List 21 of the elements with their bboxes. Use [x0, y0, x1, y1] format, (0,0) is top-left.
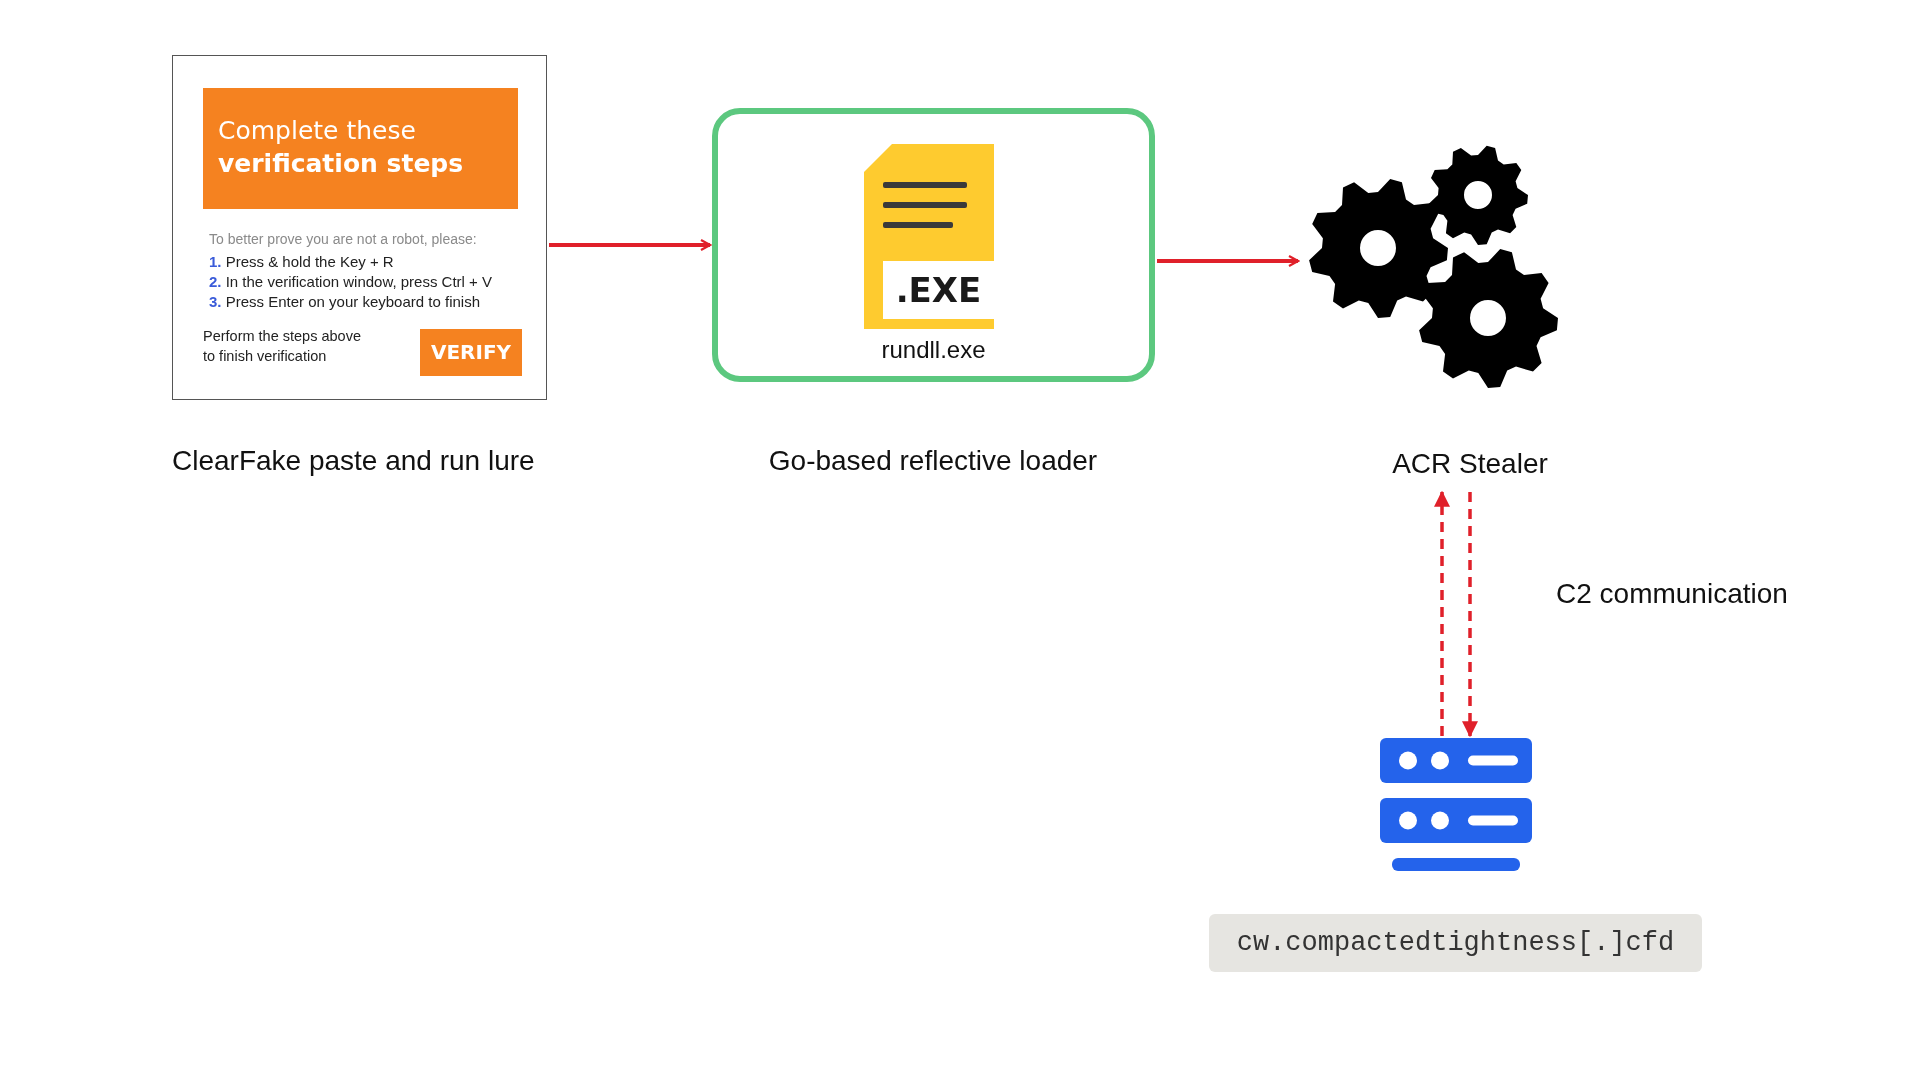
- node-caption: Go-based reflective loader: [767, 445, 1099, 477]
- step-text: 2. In the verification window, press Ctrl + V: [209, 273, 493, 290]
- node-caption: ClearFake paste and run lure: [172, 445, 536, 477]
- arrow: [549, 238, 712, 252]
- arrow: [1434, 490, 1450, 736]
- footer-text: Perform the steps above to finish verification: [203, 327, 362, 366]
- arrow: [1462, 492, 1478, 738]
- verify-button: VERIFY: [420, 329, 522, 376]
- loader-box: [712, 108, 1155, 382]
- banner-heading: Complete these verification steps: [218, 115, 465, 180]
- node-caption: ACR Stealer: [1391, 448, 1549, 480]
- arrow: [1157, 254, 1300, 268]
- step-text: 3. Press Enter on your keyboard to finish: [209, 293, 480, 310]
- step-text: 1. Press & hold the Key + R: [209, 253, 394, 270]
- domain-text: cw.compactedtightness[.]cfd: [1235, 927, 1676, 960]
- file-extension: .EXE: [894, 269, 983, 312]
- captcha-card: [172, 55, 547, 400]
- annotation-text: C2 communication: [1556, 578, 1788, 610]
- file-name: rundll.exe: [880, 336, 987, 364]
- domain-box: [1209, 914, 1702, 972]
- instruction-text: To better prove you are not a robot, please:: [209, 231, 477, 247]
